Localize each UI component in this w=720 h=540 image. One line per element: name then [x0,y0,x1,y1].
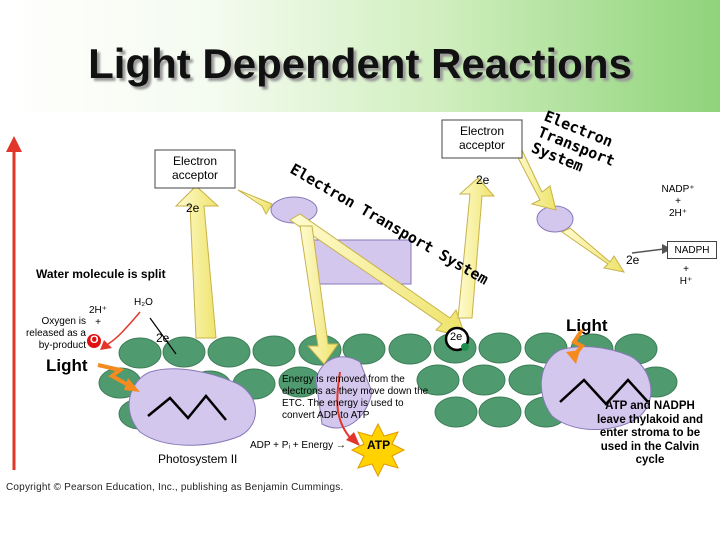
water-split-label: Water molecule is split [36,267,166,281]
atp-label: ATP [367,438,391,452]
water-split-arrow [100,311,141,350]
light-arrow-right [566,328,586,364]
acceptor-box-right-shape [441,119,523,159]
page-title: Light Dependent Reactions [88,40,632,87]
electron-label-left: 2e [186,201,200,215]
energy-axis-arrow [6,136,22,470]
nadph-box: NADPH [667,241,717,259]
nadp-label: NADP⁺ + 2H⁺ [661,184,695,219]
two-h-plus: 2H⁺ + [88,305,108,328]
electron-acceptor-left: Electron acceptor [155,150,235,188]
electron-acceptor-right-label: Electron acceptor [458,124,506,152]
water-electron-arrow [149,317,177,355]
oxygen-symbol: O [90,334,99,346]
electron-acceptor-right: Electron acceptor [442,120,522,158]
photosystem-i-protein [540,346,652,431]
photosystem-ii-label: Photosystem II [158,452,238,466]
diagram-panel [0,112,720,540]
electron-label-circle: 2e [450,331,463,343]
light-label-left: Light [46,356,88,375]
electron-circle [444,326,470,352]
atp-nadph-note: ATP and NADPH leave thylakoid and enter … [596,400,704,466]
acceptor-box-left-shape [154,149,236,189]
electron-acceptor-left-label: Electron acceptor [171,154,219,182]
energy-to-atp-arrow [336,371,360,446]
electron-label-right: 2e [626,253,640,267]
electron-label-mid: 2e [476,173,490,187]
oxygen-atom [87,334,101,348]
electron-label-water: 2e [156,331,170,345]
light-label-right: Light [566,316,608,335]
h2o-label: H₂O [134,297,153,308]
atp-burst [350,422,406,478]
energy-note: Energy is removed from the electrons as … [282,374,429,421]
oxygen-note: Oxygen is released as a by-product [25,316,86,351]
electron-flow-arrows [174,145,626,365]
adp-equation: ADP + Pᵢ + Energy → [250,440,346,451]
copyright-line: Copyright © Pearson Education, Inc., pub… [6,482,344,493]
light-arrow-left [97,363,140,392]
photosystem-ii-protein [128,368,256,446]
h-plus-right: + H⁺ [679,264,693,287]
